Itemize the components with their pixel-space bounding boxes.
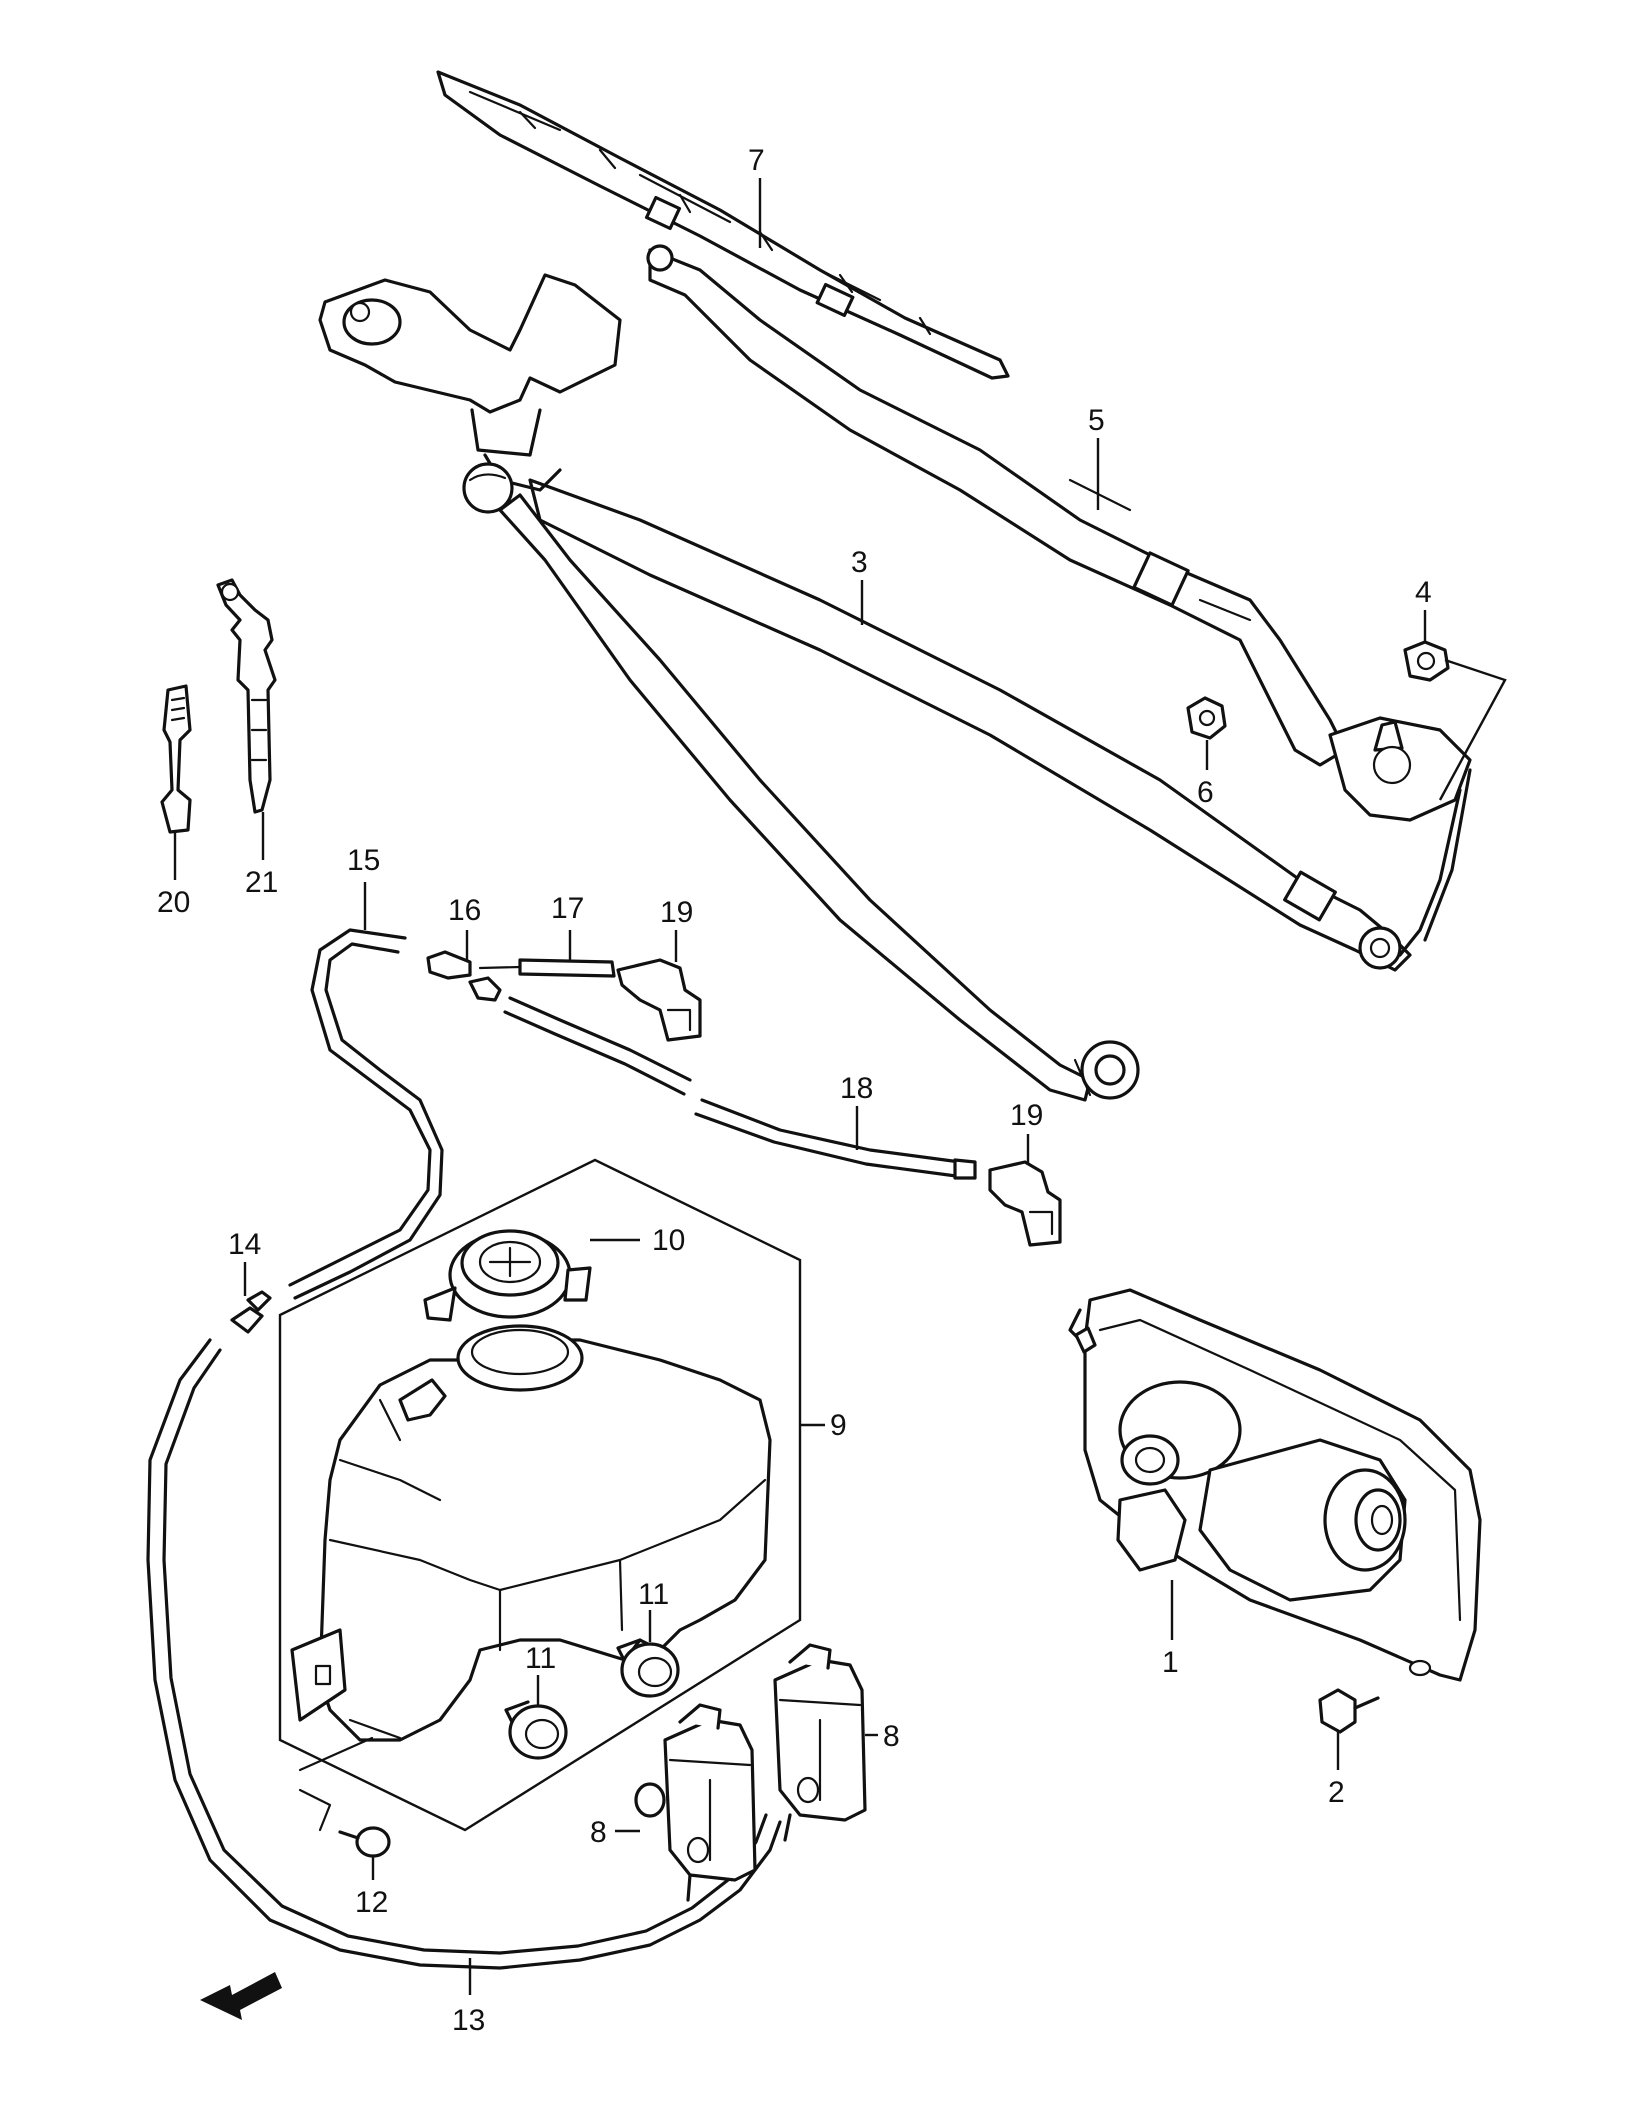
callout-12: 12 xyxy=(355,1886,388,1919)
hose-connector-part-14[interactable] xyxy=(230,1290,272,1334)
callout-19-upper: 19 xyxy=(660,896,693,929)
callout-11-lower: 11 xyxy=(525,1642,556,1675)
callout-16: 16 xyxy=(448,894,481,927)
washer-hose-part-13[interactable] xyxy=(146,1338,782,1970)
nut-part-4[interactable] xyxy=(1403,640,1450,682)
callout-8-right: 8 xyxy=(883,1720,900,1753)
callout-labels: 7 5 3 4 6 21 20 15 16 17 19 18 19 14 10 … xyxy=(157,144,1432,2037)
callout-5: 5 xyxy=(1088,404,1105,437)
callout-6: 6 xyxy=(1197,776,1214,809)
callout-14: 14 xyxy=(228,1228,261,1261)
washer-tank-part-9[interactable] xyxy=(290,1338,772,1832)
washer-hose-part-18[interactable] xyxy=(503,996,977,1180)
wiper-linkage-part-3[interactable] xyxy=(318,273,1472,1102)
hose-joint-part-16[interactable] xyxy=(426,950,502,1002)
callout-8-left: 8 xyxy=(590,1816,607,1849)
callout-leaders xyxy=(173,178,1507,1995)
hose-clip-part-21[interactable] xyxy=(216,578,277,814)
wiper-arm-part-5[interactable] xyxy=(646,244,1347,767)
washer-hose-part-15[interactable] xyxy=(288,928,444,1300)
washer-pump-part-8-left[interactable] xyxy=(634,1703,757,1902)
nozzle-bracket-part-19-upper[interactable] xyxy=(616,958,702,1042)
nozzle-bracket-part-19-lower[interactable] xyxy=(988,1160,1062,1247)
wiper-motor-part-1[interactable] xyxy=(1068,1288,1482,1682)
screw-part-12[interactable] xyxy=(338,1826,391,1858)
front-direction-arrow-icon xyxy=(200,1972,282,2020)
callout-7: 7 xyxy=(748,144,765,177)
callout-9: 9 xyxy=(830,1409,847,1442)
bolt-part-2[interactable] xyxy=(1318,1659,1432,1734)
callout-1: 1 xyxy=(1162,1646,1179,1679)
wiper-blade-part-7[interactable] xyxy=(436,70,1010,380)
callout-19-lower: 19 xyxy=(1010,1099,1043,1132)
callout-11-upper: 11 xyxy=(638,1578,669,1611)
callout-21: 21 xyxy=(245,866,278,899)
callout-17: 17 xyxy=(551,892,584,925)
cap-part-6[interactable] xyxy=(1186,696,1227,740)
washer-nozzle-part-20[interactable] xyxy=(160,684,192,834)
callout-10: 10 xyxy=(652,1224,685,1257)
callout-4: 4 xyxy=(1415,576,1432,609)
washer-hose-part-17[interactable] xyxy=(478,958,616,978)
grommet-part-11-upper[interactable] xyxy=(616,1638,680,1698)
callout-20: 20 xyxy=(157,886,190,919)
washer-pump-part-8-right[interactable] xyxy=(773,1643,867,1842)
callout-15: 15 xyxy=(347,844,380,877)
callout-3: 3 xyxy=(851,546,868,579)
callout-2: 2 xyxy=(1328,1776,1345,1809)
tank-cap-part-10[interactable] xyxy=(423,1229,592,1392)
washer-tank-frame-part-9 xyxy=(278,1158,802,1832)
callout-18: 18 xyxy=(840,1072,873,1105)
callout-13: 13 xyxy=(452,2004,485,2037)
grommet-part-11-lower[interactable] xyxy=(504,1700,568,1760)
